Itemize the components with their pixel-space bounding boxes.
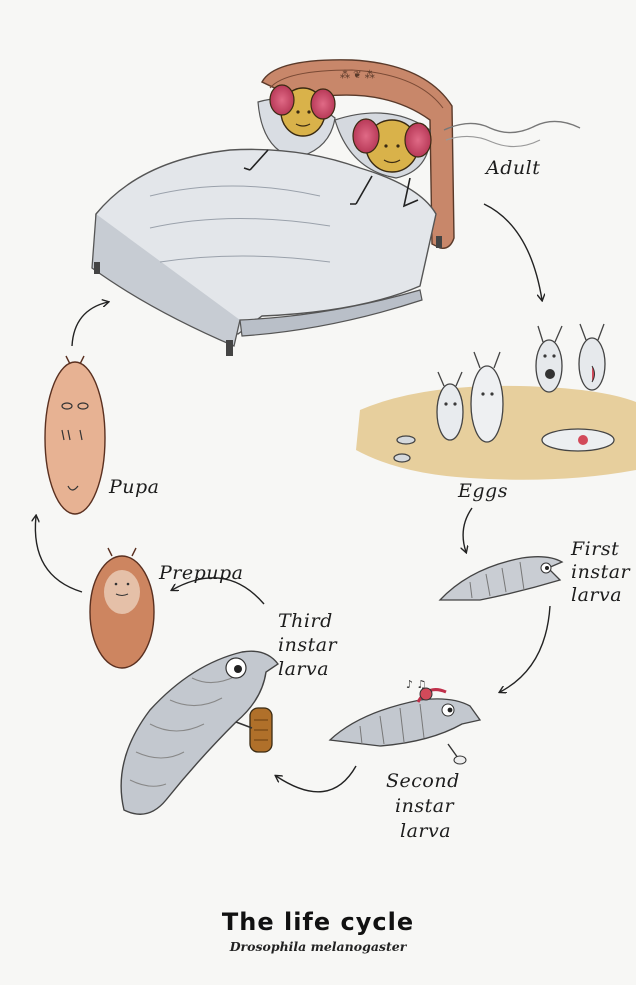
label-eggs: Eggs — [458, 480, 508, 503]
second-instar-larva: ♪ ♫ — [330, 678, 480, 764]
pupa — [45, 356, 105, 514]
prepupa — [90, 548, 154, 668]
svg-text:♪ ♫: ♪ ♫ — [406, 678, 426, 691]
label-prepupa: Prepupa — [159, 562, 244, 585]
arrow-pupa-to-adult — [72, 302, 108, 346]
first-instar-larva — [440, 557, 562, 600]
arrow-adult-to-eggs — [484, 204, 542, 300]
third-instar-larva — [121, 651, 278, 814]
bed-adult-flies: ⁂ ❦ ⁂ — [92, 60, 580, 356]
svg-text:⁂ ❦ ⁂: ⁂ ❦ ⁂ — [340, 70, 375, 81]
label-adult: Adult — [486, 157, 540, 180]
label-pupa: Pupa — [109, 476, 160, 499]
page-title: The life cycle — [0, 908, 636, 936]
arrow-second-to-third — [276, 766, 356, 792]
arrow-first-to-second — [500, 606, 550, 692]
arrow-eggs-to-first — [463, 508, 472, 552]
species-subtitle: Drosophila melanogaster — [0, 939, 636, 954]
arrow-prepupa-to-pupa — [35, 516, 82, 592]
eggs-group — [356, 324, 636, 480]
